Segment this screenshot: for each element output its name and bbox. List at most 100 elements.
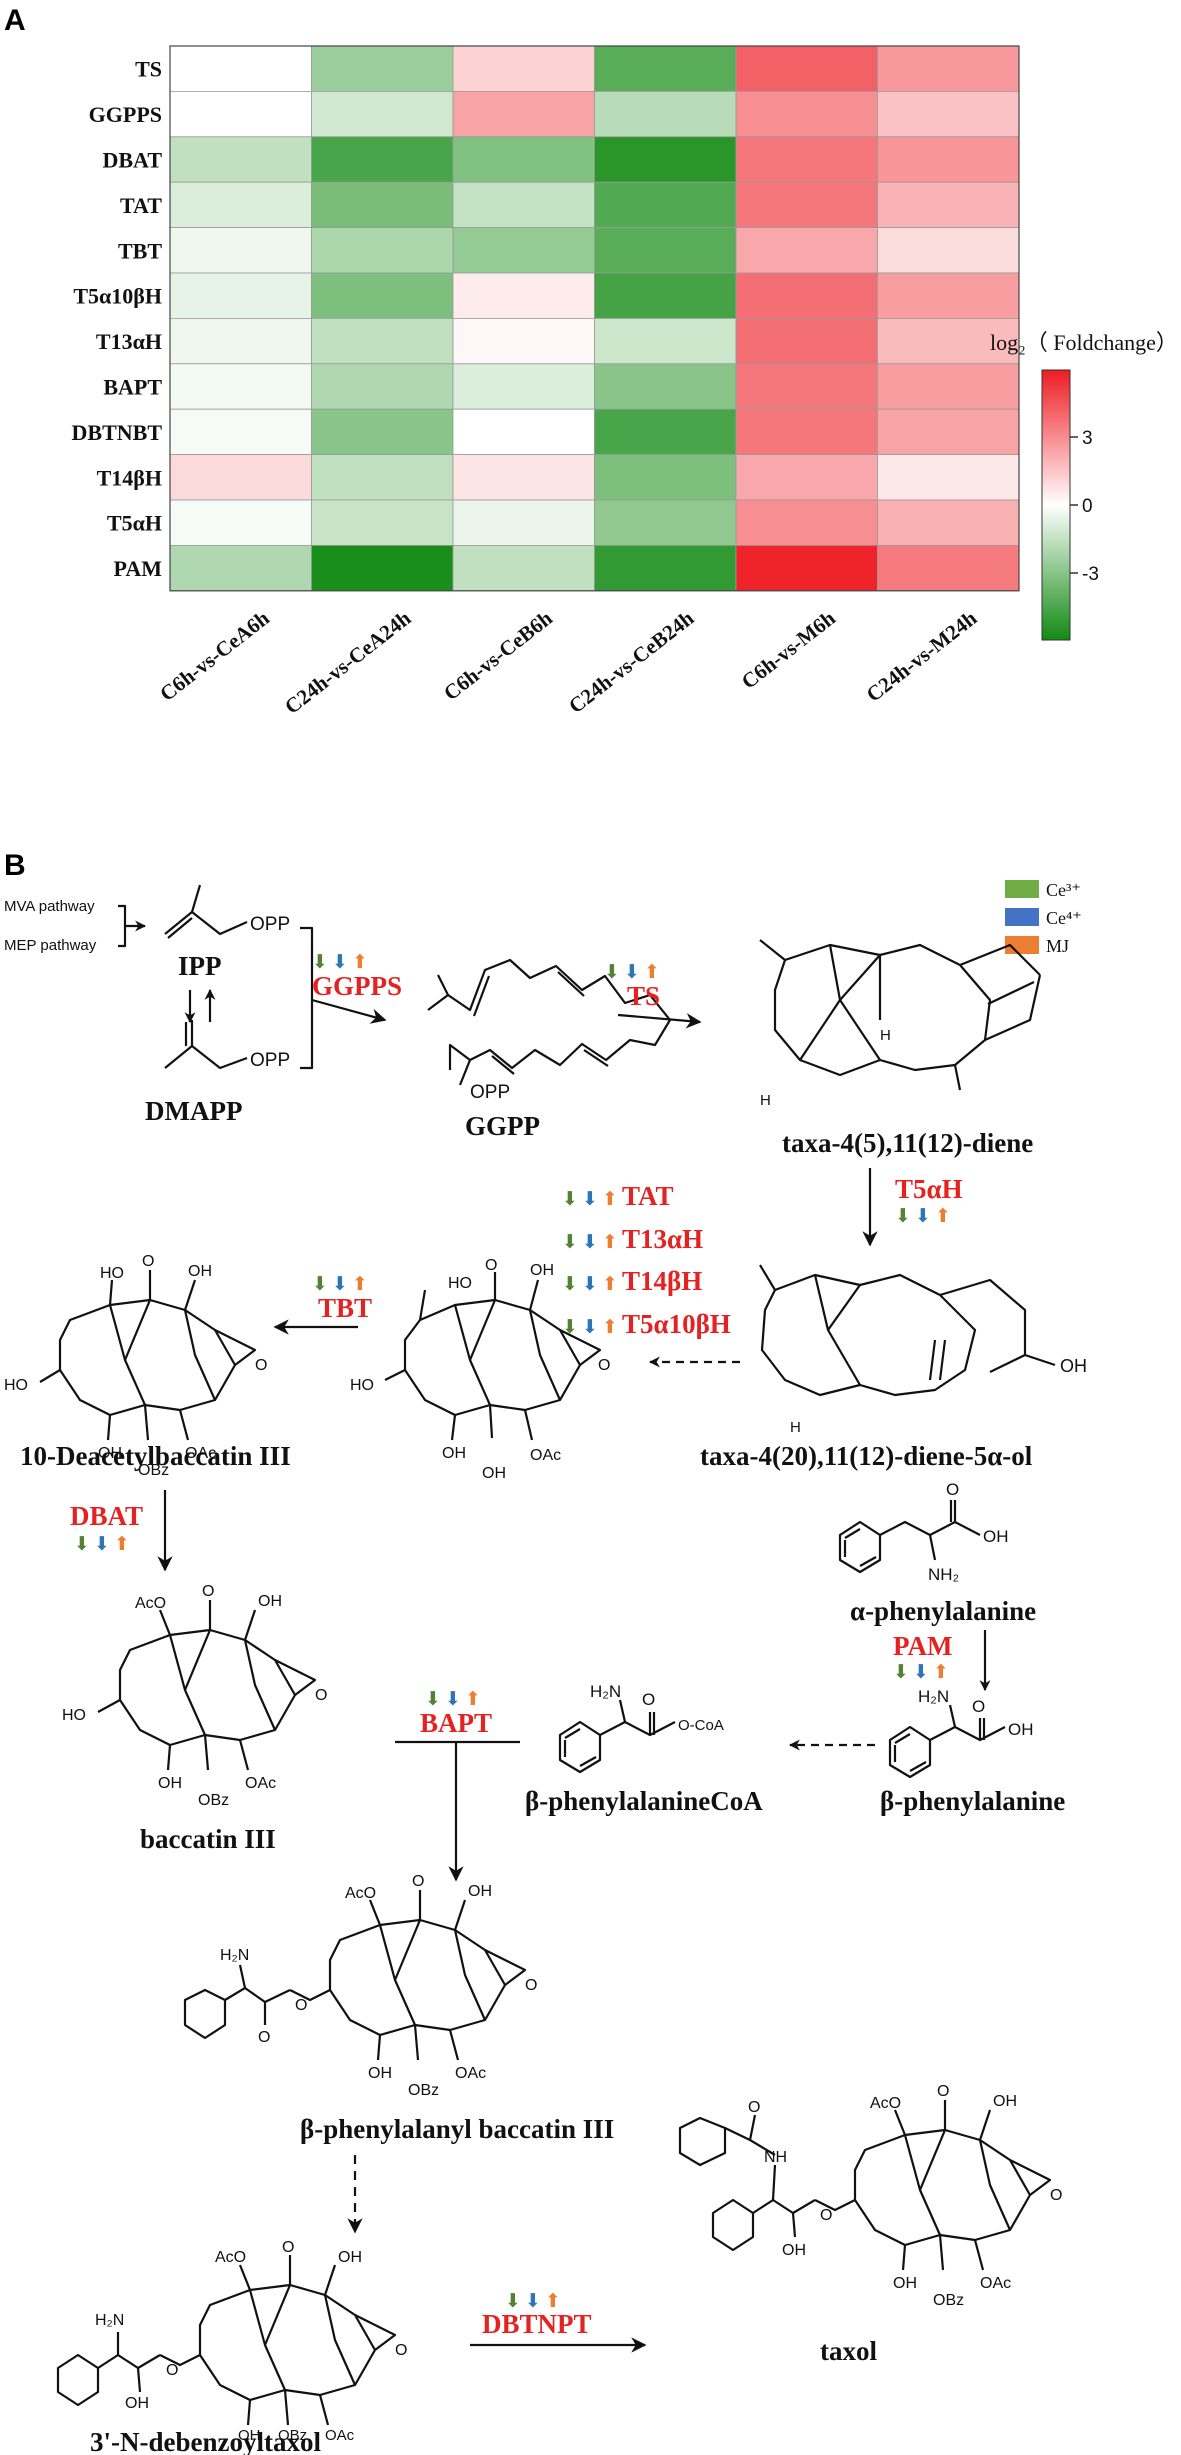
heatmap-cell-DBAT-C6h-vs-CeB6h <box>452 136 595 183</box>
arrow-ce4: ⬇ <box>624 961 640 983</box>
heatmap-cell-GGPPS-C24h-vs-CeB24h <box>594 91 737 138</box>
heatmap-cell-T13αH-C6h-vs-M6h <box>735 317 878 365</box>
svg-text:OH: OH <box>482 1465 506 1482</box>
enzyme-tat: TAT <box>622 1181 674 1211</box>
row-label-BAPT: BAPT <box>103 375 162 400</box>
baccatin-structure: AcO O OH HO OH OBz OAc O <box>62 1583 327 1809</box>
svg-text:O: O <box>395 2342 407 2359</box>
heatmap-cell-TS-C24h-vs-CeA24h <box>311 45 454 92</box>
heatmap-cell-T13αH-C24h-vs-M24h <box>877 317 1020 365</box>
enzyme-dbtnpt: DBTNPT <box>482 2309 592 2339</box>
svg-text:H₂N: H₂N <box>220 1947 249 1964</box>
heatmap-cell-DBTNBT-C6h-vs-CeB6h <box>452 408 595 456</box>
heatmap-cell-T14βH-C24h-vs-M24h <box>877 454 1020 501</box>
svg-text:OH: OH <box>368 2065 392 2082</box>
svg-text:HO: HO <box>100 1265 124 1282</box>
svg-text:HO: HO <box>4 1377 28 1394</box>
arrow-mj: ⬆ <box>545 2290 561 2312</box>
svg-text:OAc: OAc <box>185 1445 216 1462</box>
svg-text:AcO: AcO <box>135 1595 166 1612</box>
beta-phenylalanine-structure: O OH H₂N <box>888 1687 1034 1779</box>
ts-reaction-arrow <box>617 1013 702 1029</box>
treatment-legend: Ce³⁺ Ce⁴⁺ MJ <box>1005 880 1082 956</box>
compound-dmapp: DMAPP <box>145 1096 242 1126</box>
row-label-DBTNBT: DBTNBT <box>72 420 163 445</box>
arrow-ce3: ⬇ <box>74 1533 90 1555</box>
enzyme-dbat: DBAT <box>70 1501 143 1531</box>
hydroxylase-enzyme-block: ⬇ ⬇ ⬆ ⬇ ⬇ ⬆ ⬇ ⬇ ⬆ ⬇ ⬇ ⬆ <box>562 1188 618 1338</box>
t5ah-arrows: ⬇ ⬇ ⬆ <box>895 1205 951 1227</box>
dmapp-structure: OPP <box>164 1020 290 1071</box>
heatmap-cell-TS-C6h-vs-M6h <box>735 45 878 92</box>
svg-text:OH: OH <box>530 1262 554 1279</box>
svg-text:⬇: ⬇ <box>582 1188 598 1210</box>
heatmap-cell-GGPPS-C6h-vs-M6h <box>735 91 878 138</box>
svg-text:O: O <box>485 1257 497 1274</box>
svg-text:OH: OH <box>468 1883 492 1900</box>
heatmap-cell-T5α10βH-C24h-vs-CeA24h <box>311 272 454 319</box>
heatmap-cell-T5αH-C24h-vs-CeA24h <box>311 499 454 546</box>
heatmap-cell-T5α10βH-C24h-vs-CeB24h <box>594 272 737 319</box>
compound-ggpp: GGPP <box>465 1111 540 1141</box>
taxadiene-structure: H H <box>759 939 1042 1109</box>
compound-beta-phenylalanine-coa: β-phenylalanineCoA <box>525 1786 763 1816</box>
heatmap-cell-BAPT-C24h-vs-CeA24h <box>311 363 454 410</box>
heatmap-cell-TAT-C6h-vs-M6h <box>735 181 878 228</box>
heatmap-cell-PAM-C6h-vs-M6h <box>735 545 878 592</box>
heatmap-cell-DBTNBT-C24h-vs-CeA24h <box>311 408 454 456</box>
heatmap-cell-T14βH-C24h-vs-CeA24h <box>311 454 454 501</box>
heatmap-cell-T5αH-C24h-vs-CeB24h <box>594 499 737 546</box>
heatmap-cell-TBT-C24h-vs-CeB24h <box>594 227 737 274</box>
heatmap <box>169 45 1020 592</box>
column-label-C6h-vs-CeB6h: C6h-vs-CeB6h <box>439 606 557 706</box>
colorbar <box>1041 369 1071 641</box>
arrow-ce3: ⬇ <box>604 961 620 983</box>
heatmap-cell-PAM-C24h-vs-CeB24h <box>594 545 737 592</box>
heatmap-cell-T13αH-C24h-vs-CeA24h <box>311 317 454 365</box>
row-label-DBAT: DBAT <box>103 148 163 173</box>
heatmap-cell-GGPPS-C6h-vs-CeB6h <box>452 91 595 138</box>
arrow-ce3: ⬇ <box>505 2290 521 2312</box>
beta-phenylalanine-coa-structure: O O-CoA H₂N <box>558 1682 724 1774</box>
heatmap-cell-T5αH-C6h-vs-M6h <box>735 499 878 546</box>
svg-text:O: O <box>946 1480 959 1499</box>
svg-text:⬇: ⬇ <box>582 1231 598 1253</box>
heatmap-cell-T14βH-C24h-vs-CeB24h <box>594 454 737 501</box>
heatmap-cell-PAM-C6h-vs-CeA6h <box>169 545 312 592</box>
svg-text:⬆: ⬆ <box>602 1231 618 1253</box>
mva-mep-arrow <box>118 904 145 948</box>
row-label-TS: TS <box>135 57 162 82</box>
compound-taxadienol: taxa-4(20),11(12)-diene-5α-ol <box>700 1441 1033 1471</box>
arrow-ce4: ⬇ <box>525 2290 541 2312</box>
legend-label-ce3: Ce³⁺ <box>1046 880 1081 900</box>
heatmap-row-labels: TSGGPPSDBATTATTBTT5α10βHT13αHBAPTDBTNBTT… <box>72 57 163 581</box>
svg-text:OBz: OBz <box>138 1462 169 1479</box>
svg-text:O: O <box>282 2239 294 2256</box>
heatmap-cell-T13αH-C24h-vs-CeB24h <box>594 317 737 365</box>
phenylalanyl-baccatin-structure: AcO O OH O O H₂N OH OBz OAc O <box>183 1873 537 2099</box>
mva-pathway-label: MVA pathway <box>4 898 95 915</box>
enzyme-t5ah: T5αH <box>895 1174 963 1204</box>
svg-text:OH: OH <box>98 1445 122 1462</box>
arrow-ce3: ⬇ <box>312 951 328 973</box>
heatmap-cell-T5αH-C24h-vs-M24h <box>877 499 1020 546</box>
legend-swatch-ce4 <box>1005 908 1039 926</box>
svg-text:O: O <box>748 2099 760 2116</box>
colorbar-tick-neg3: -3 <box>1082 564 1099 585</box>
column-label-C6h-vs-M6h: C6h-vs-M6h <box>737 606 840 694</box>
svg-text:⬆: ⬆ <box>602 1188 618 1210</box>
svg-text:O: O <box>598 1357 610 1374</box>
svg-text:OH: OH <box>1060 1356 1087 1376</box>
enzyme-pam: PAM <box>893 1631 952 1661</box>
heatmap-cell-DBTNBT-C6h-vs-M6h <box>735 408 878 456</box>
heatmap-cell-PAM-C24h-vs-CeA24h <box>311 545 454 592</box>
ipp-structure: OPP <box>164 884 290 939</box>
heatmap-cell-BAPT-C6h-vs-M6h <box>735 363 878 410</box>
svg-text:⬇: ⬇ <box>582 1316 598 1338</box>
legend-label-mj: MJ <box>1046 936 1069 956</box>
compound-baccatin: baccatin III <box>140 1824 276 1854</box>
svg-text:⬇: ⬇ <box>562 1273 578 1295</box>
svg-text:H₂N: H₂N <box>918 1687 949 1706</box>
heatmap-cell-TAT-C24h-vs-CeB24h <box>594 181 737 228</box>
